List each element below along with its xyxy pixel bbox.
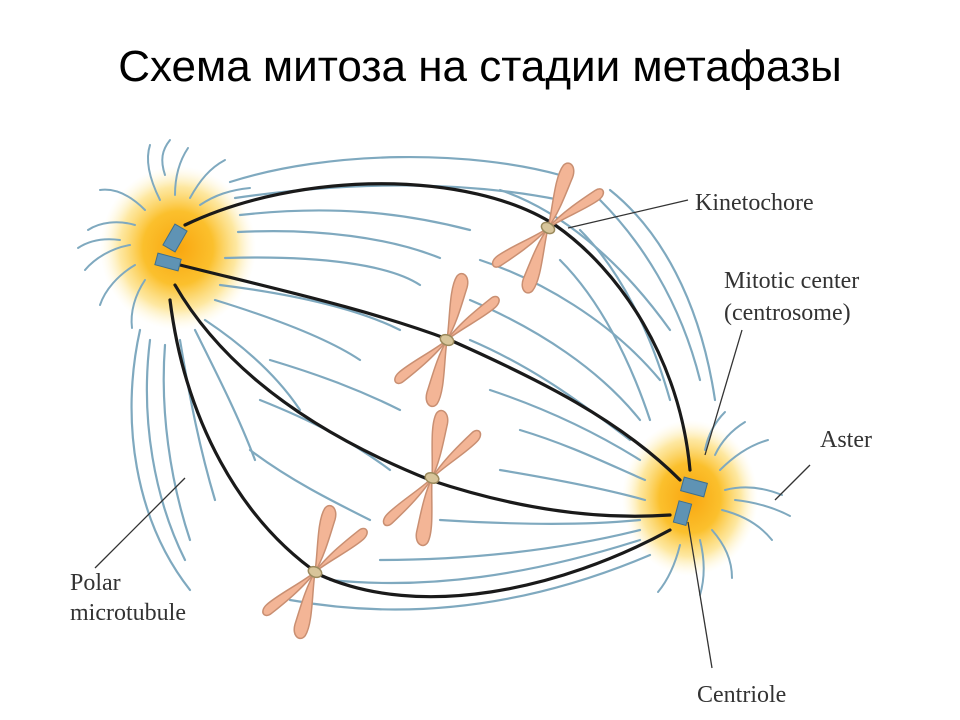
label-kinetochore: Kinetochore	[695, 190, 814, 216]
chromosome-4	[257, 497, 373, 647]
kinetochore-dot	[424, 471, 440, 485]
polar-microtubules	[130, 155, 717, 611]
label-centriole: Centriole	[697, 682, 786, 708]
centrosome-lower-glow	[622, 420, 758, 576]
leader-lines	[94, 199, 811, 669]
label-polar: Polar	[70, 570, 121, 596]
chromosome-3	[379, 403, 485, 553]
kinetochore-dot	[540, 221, 556, 235]
chromosome-2	[389, 265, 505, 415]
page-title: Схема митоза на стадии метафазы	[118, 42, 842, 91]
label-aster: Aster	[820, 427, 872, 453]
kinetochore-dot	[439, 333, 455, 347]
centriole-icon	[154, 223, 709, 527]
aster-rays-upper	[77, 139, 251, 329]
label-microtubule: microtubule	[70, 600, 186, 626]
label-mitotic-center: Mitotic center	[724, 268, 859, 294]
chromosome-1	[486, 153, 610, 303]
kinetochore-dot	[307, 565, 323, 579]
label-centrosome: (centrosome)	[724, 300, 851, 326]
aster-rays-lower	[657, 411, 791, 596]
